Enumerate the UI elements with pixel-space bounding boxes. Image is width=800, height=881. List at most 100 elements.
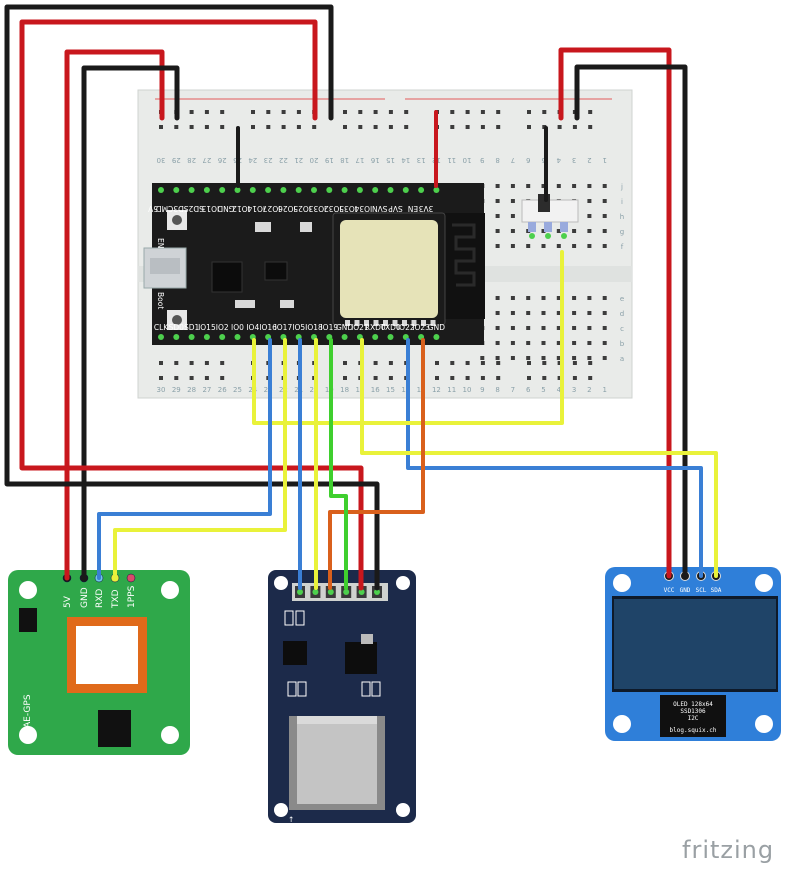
column-number: 5 xyxy=(541,386,545,394)
esp32-pin xyxy=(433,187,440,193)
rail-hole xyxy=(572,125,577,129)
wire-oled-scl[interactable] xyxy=(406,338,703,578)
rail-hole xyxy=(480,125,485,129)
rail-hole xyxy=(204,361,209,365)
breadboard-hole xyxy=(526,244,531,248)
breadboard-hole xyxy=(587,341,592,345)
breadboard-hole xyxy=(556,244,561,248)
sd-pin-contact xyxy=(297,589,303,595)
rail-hole xyxy=(174,361,179,365)
sd-orientation-arrow-icon: ↑ xyxy=(288,815,294,824)
rail-hole xyxy=(465,125,470,129)
wire-oled-vcc[interactable] xyxy=(558,47,672,579)
rail-hole xyxy=(189,361,194,365)
rail-hole xyxy=(450,376,455,380)
gps-pin-label: RXD xyxy=(95,589,105,608)
esp32-top-pin-label: IO27 xyxy=(263,204,281,213)
breadboard-hole xyxy=(526,184,531,188)
wire-gps-rxd[interactable] xyxy=(97,338,272,580)
column-number: 18 xyxy=(340,386,349,394)
column-number: 15 xyxy=(386,386,395,394)
breadboard-hole xyxy=(556,229,561,233)
esp32-bottom-pin-label: IO16 xyxy=(259,323,277,332)
esp32-pin xyxy=(295,187,302,193)
rail-hole xyxy=(343,376,347,380)
esp32-pin xyxy=(219,187,226,193)
column-number: 4 xyxy=(556,156,561,164)
gps-pin xyxy=(126,573,136,583)
wire-oled-gnd[interactable] xyxy=(574,64,688,579)
column-number: 28 xyxy=(187,156,196,164)
wire-sd-gnd[interactable] xyxy=(4,4,380,591)
wire-gps-5v[interactable] xyxy=(64,49,165,581)
esp32-pin xyxy=(234,334,241,340)
wire-gps-gnd[interactable] xyxy=(81,65,180,581)
esp32-pin xyxy=(372,334,379,340)
esp32-top-pin-label: IO12 xyxy=(232,204,250,213)
breadboard-hole xyxy=(541,341,546,345)
column-number: 30 xyxy=(157,156,166,164)
column-number: 9 xyxy=(480,386,484,394)
breadboard-hole xyxy=(495,326,500,330)
esp32-bottom-pin-label: IO19 xyxy=(320,323,338,332)
rail-hole xyxy=(527,110,531,114)
en-button[interactable] xyxy=(167,210,187,230)
boot-button[interactable] xyxy=(167,310,187,330)
esp32-pin xyxy=(356,187,363,193)
esp32-pin xyxy=(341,334,348,340)
esp32-top-pin-label: IO32 xyxy=(324,204,342,213)
esp32-pin xyxy=(387,187,394,193)
rail-hole xyxy=(373,110,378,114)
rail-hole xyxy=(557,125,562,129)
breadboard-hole xyxy=(495,356,500,360)
module-pad xyxy=(373,320,379,326)
wire-switch-signal[interactable] xyxy=(252,250,564,425)
breadboard-hole xyxy=(556,326,561,330)
rail-hole xyxy=(204,110,209,114)
rail-hole xyxy=(189,376,194,380)
rail-hole xyxy=(450,361,455,365)
column-number: 14 xyxy=(401,156,410,164)
breadboard-hole xyxy=(602,311,607,315)
module-pad xyxy=(421,320,426,326)
breadboard-hole xyxy=(587,326,592,330)
breadboard-hole xyxy=(602,326,607,330)
breadboard-hole xyxy=(602,229,607,233)
wires xyxy=(4,4,718,591)
wire-sd-mosi[interactable] xyxy=(328,338,425,590)
esp32-top-pin-label: SVN xyxy=(372,204,388,213)
wire-sd-vcc[interactable] xyxy=(19,19,364,591)
sd-pins xyxy=(295,586,382,598)
wire-sd-miso[interactable] xyxy=(329,338,348,590)
column-number: 29 xyxy=(172,386,181,394)
rail-hole xyxy=(343,361,347,365)
column-number: 6 xyxy=(525,156,530,164)
esp32-bottom-pin-label: RXD0 xyxy=(365,323,386,332)
rail-hole xyxy=(343,125,347,129)
rail-hole xyxy=(465,361,470,365)
row-letter: h xyxy=(620,213,624,221)
breadboard-hole xyxy=(541,356,546,360)
esp32-pin xyxy=(203,334,210,340)
esp32-top-pin-label: IO25 xyxy=(293,204,311,213)
column-number: 1 xyxy=(602,156,606,164)
oled-caption-2: SSD1306 xyxy=(680,708,706,715)
column-number: 17 xyxy=(355,386,364,394)
esp32-pin xyxy=(219,334,226,340)
module-pad xyxy=(364,320,369,326)
wire-oled-sda[interactable] xyxy=(360,338,718,578)
column-number: 16 xyxy=(370,156,379,164)
breadboard-hole xyxy=(526,356,531,360)
breadboard-hole xyxy=(587,311,592,315)
rail-hole xyxy=(465,376,470,380)
row-letter: c xyxy=(620,325,624,333)
row-letter: e xyxy=(620,295,624,303)
breadboard-hole xyxy=(541,244,546,248)
row-letter: i xyxy=(621,198,623,206)
rail-hole xyxy=(388,376,393,380)
breadboard-hole xyxy=(572,326,577,330)
rail-hole xyxy=(220,110,225,114)
breadboard-hole xyxy=(495,311,500,315)
wire-gps-txd[interactable] xyxy=(113,338,287,580)
